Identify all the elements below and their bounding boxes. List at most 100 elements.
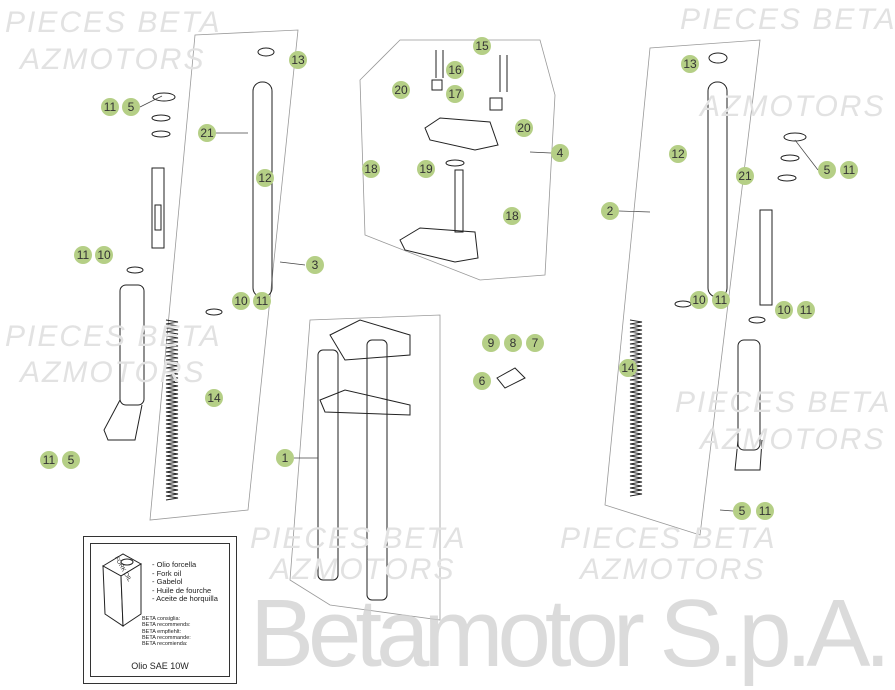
seal-right bbox=[783, 132, 807, 142]
fork-tube-left bbox=[252, 81, 273, 298]
part-callout[interactable]: 15 bbox=[473, 37, 491, 55]
cartridge-left bbox=[154, 204, 162, 231]
reco-it: BETA consiglia: bbox=[142, 616, 181, 622]
part-callout[interactable]: 11 bbox=[74, 246, 92, 264]
part-callout[interactable]: 5 bbox=[62, 451, 80, 469]
leader-line bbox=[139, 95, 163, 108]
top-clamp bbox=[424, 117, 499, 151]
part-callout[interactable]: 19 bbox=[417, 160, 435, 178]
part-callout[interactable]: 16 bbox=[446, 61, 464, 79]
reco-de: BETA empfiehlt: bbox=[142, 628, 182, 635]
oil-lang-fr: - Huile de fourche bbox=[152, 585, 212, 595]
part-callout[interactable]: 11 bbox=[40, 451, 58, 469]
clip-plate bbox=[496, 367, 526, 389]
ring-left bbox=[151, 130, 171, 138]
part-callout[interactable]: 5 bbox=[122, 98, 140, 116]
part-callout[interactable]: 11 bbox=[840, 161, 858, 179]
part-callout[interactable]: 8 bbox=[504, 334, 522, 352]
part-callout[interactable]: 13 bbox=[289, 51, 307, 69]
part-callout[interactable]: 12 bbox=[669, 145, 687, 163]
cap-right bbox=[708, 52, 728, 64]
part-callout[interactable]: 13 bbox=[681, 55, 699, 73]
part-callout[interactable]: 11 bbox=[756, 502, 774, 520]
oil-grade: Olio SAE 10W bbox=[131, 661, 189, 671]
ring-right bbox=[780, 154, 800, 162]
ring-right bbox=[777, 174, 797, 182]
part-callout[interactable]: 18 bbox=[503, 207, 521, 225]
part-callout[interactable]: 3 bbox=[306, 256, 324, 274]
leader-line bbox=[719, 509, 734, 512]
group-outline-left bbox=[149, 29, 299, 521]
oil-lang-de: - Gabelol bbox=[152, 577, 183, 586]
damper-left bbox=[151, 167, 165, 249]
bushing-left bbox=[205, 308, 223, 316]
fork-oil-box: FORK OIL - Olio forcella - Fork oil - Ga… bbox=[83, 536, 237, 684]
bushing-right bbox=[748, 316, 766, 324]
part-callout[interactable]: 11 bbox=[797, 301, 815, 319]
clamp-block bbox=[489, 97, 503, 111]
part-callout[interactable]: 5 bbox=[818, 161, 836, 179]
oil-can-icon bbox=[102, 553, 142, 627]
part-callout[interactable]: 11 bbox=[101, 98, 119, 116]
part-callout[interactable]: 14 bbox=[205, 389, 223, 407]
group-outline-assembly bbox=[289, 314, 441, 621]
part-callout[interactable]: 7 bbox=[526, 334, 544, 352]
part-callout[interactable]: 4 bbox=[551, 144, 569, 162]
ring-left bbox=[151, 114, 171, 122]
damper-right bbox=[759, 209, 773, 306]
part-callout[interactable]: 10 bbox=[690, 291, 708, 309]
reco-en: BETA recommends: bbox=[142, 622, 191, 629]
part-callout[interactable]: 21 bbox=[736, 167, 754, 185]
fork-tube-right bbox=[707, 81, 728, 298]
part-callout[interactable]: 12 bbox=[256, 169, 274, 187]
fork-foot-left bbox=[103, 399, 143, 441]
reco-es: BETA recomienda: bbox=[142, 641, 188, 648]
stem bbox=[454, 169, 464, 233]
seal-left bbox=[152, 92, 176, 102]
oil-lang-es: - Aceite de horquilla bbox=[152, 594, 218, 603]
part-callout[interactable]: 9 bbox=[482, 334, 500, 352]
part-callout[interactable]: 11 bbox=[253, 292, 271, 310]
assembled-bottom-clamp bbox=[319, 389, 411, 416]
oil-lang-en: - Fork oil bbox=[152, 568, 182, 578]
leader-line bbox=[618, 210, 651, 213]
reco-fr: BETA recommande: bbox=[142, 634, 191, 641]
group-outline-right bbox=[604, 39, 761, 536]
part-callout[interactable]: 6 bbox=[473, 372, 491, 390]
group-outline-clamp bbox=[359, 39, 556, 281]
assembled-fork-right bbox=[366, 339, 388, 601]
fork-slider-left bbox=[119, 284, 145, 406]
leader-line bbox=[794, 139, 819, 171]
fork-foot-right bbox=[734, 439, 763, 471]
fork-slider-right bbox=[737, 339, 761, 451]
part-callout[interactable]: 20 bbox=[392, 81, 410, 99]
stem-washer bbox=[445, 159, 465, 167]
part-callout[interactable]: 10 bbox=[232, 292, 250, 310]
fork-oil-box-inner: FORK OIL - Olio forcella - Fork oil - Ga… bbox=[90, 543, 230, 677]
bushing-left bbox=[126, 266, 144, 274]
clamp-block bbox=[431, 79, 443, 91]
bushing-right bbox=[674, 300, 692, 308]
part-callout[interactable]: 17 bbox=[446, 85, 464, 103]
leader-line bbox=[279, 261, 306, 266]
part-callout[interactable]: 2 bbox=[601, 202, 619, 220]
oil-lang-it: - Olio forcella bbox=[152, 560, 197, 569]
part-callout[interactable]: 10 bbox=[95, 246, 113, 264]
part-callout[interactable]: 10 bbox=[775, 301, 793, 319]
part-callout[interactable]: 18 bbox=[362, 160, 380, 178]
part-callout[interactable]: 14 bbox=[619, 359, 637, 377]
oil-recommendations: BETA consiglia: BETA recommends: BETA em… bbox=[142, 616, 191, 647]
spring-right bbox=[629, 319, 643, 497]
oil-languages: - Olio forcella - Fork oil - Gabelol - H… bbox=[152, 560, 218, 604]
part-callout[interactable]: 1 bbox=[276, 449, 294, 467]
leader-line bbox=[529, 151, 552, 154]
part-callout[interactable]: 11 bbox=[712, 291, 730, 309]
assembled-top-clamp bbox=[329, 319, 411, 361]
assembled-fork-left bbox=[317, 349, 339, 581]
part-callout[interactable]: 20 bbox=[515, 119, 533, 137]
bottom-clamp bbox=[399, 227, 479, 263]
cap-left bbox=[257, 47, 275, 57]
part-callout[interactable]: 21 bbox=[198, 124, 216, 142]
part-callout[interactable]: 5 bbox=[733, 502, 751, 520]
spring-left bbox=[165, 319, 179, 501]
